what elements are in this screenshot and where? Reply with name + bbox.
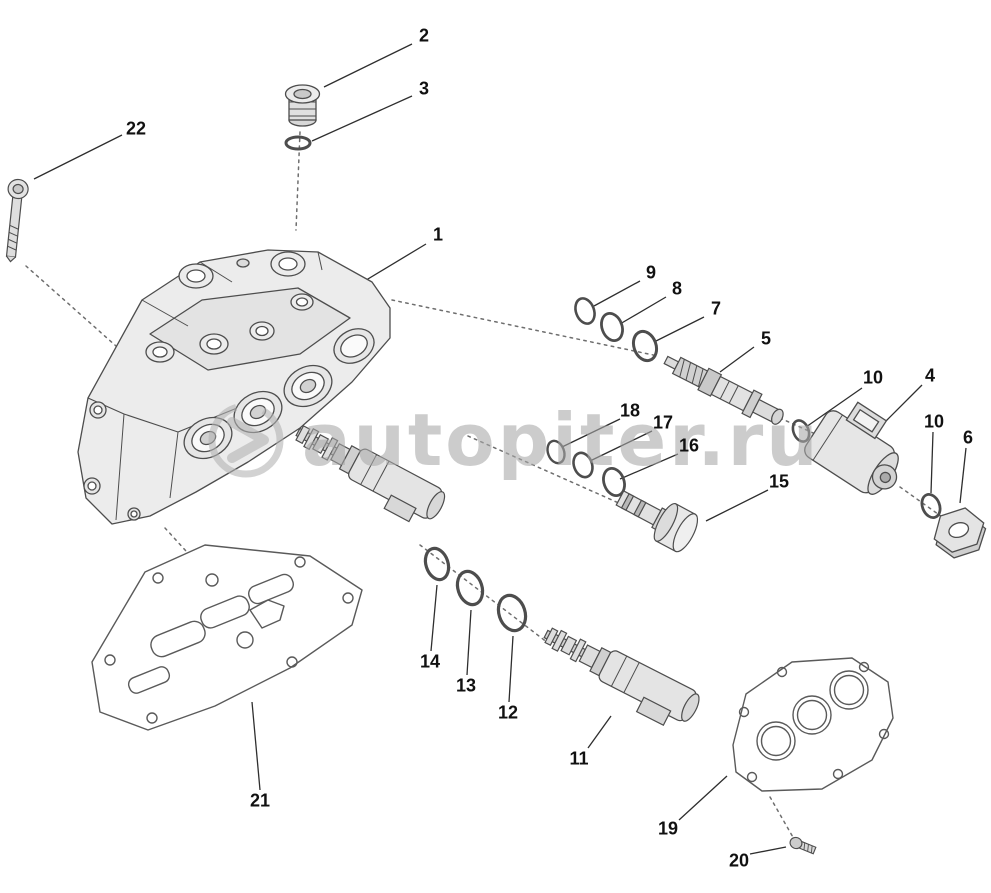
part-label-14: 14 (419, 651, 441, 672)
part-9-oring (574, 297, 596, 325)
part-label-9: 9 (645, 262, 657, 283)
part-label-3: 3 (418, 78, 430, 99)
part-label-8: 8 (671, 278, 683, 299)
part-1-valve-body (77, 249, 391, 525)
part-12-oring (496, 593, 528, 633)
part-13-oring (455, 569, 485, 607)
part-label-13: 13 (455, 675, 477, 696)
part-17-oring (572, 451, 594, 479)
part-label-12: 12 (497, 702, 519, 723)
part-label-20: 20 (728, 850, 750, 871)
part-20-screw (789, 836, 817, 855)
installed-valve-cartridge (295, 425, 446, 523)
leader-lines (33, 43, 967, 855)
part-label-15: 15 (768, 471, 790, 492)
part-15-plug (615, 490, 699, 553)
part-11-solenoid-valve (543, 627, 700, 727)
part-label-16: 16 (678, 435, 700, 456)
part-label-7: 7 (710, 298, 722, 319)
part-7-oring (631, 329, 659, 363)
part-6-nut (933, 507, 987, 559)
assembly-axis-lines (25, 131, 953, 840)
part-8-oring (600, 312, 624, 342)
part-10b-oring (920, 493, 942, 519)
part-label-1: 1 (432, 224, 444, 245)
part-5-valve-cartridge (663, 355, 784, 425)
part-18-oring (546, 439, 566, 465)
part-4-solenoid (804, 401, 899, 495)
part-2-plug (284, 84, 321, 127)
part-label-2: 2 (418, 25, 430, 46)
part-label-21: 21 (249, 790, 271, 811)
part-label-11: 11 (569, 748, 589, 769)
part-10a-oring (791, 419, 811, 443)
part-label-6: 6 (962, 427, 974, 448)
part-16-oring (602, 467, 626, 497)
part-14-oring (423, 546, 451, 582)
part-label-10: 10 (923, 411, 945, 432)
part-label-19: 19 (657, 818, 679, 839)
part-label-5: 5 (760, 328, 772, 349)
part-label-17: 17 (652, 412, 674, 433)
part-3-oring (284, 135, 312, 151)
part-19-gasket (732, 657, 894, 792)
gasket-bores (738, 661, 890, 783)
part-21-gasket-plate (91, 544, 363, 731)
part-label-4: 4 (924, 365, 936, 386)
part-label-22: 22 (125, 118, 147, 139)
part-label-10: 10 (862, 367, 884, 388)
part-label-18: 18 (619, 400, 641, 421)
part-22-bolt (5, 178, 29, 263)
